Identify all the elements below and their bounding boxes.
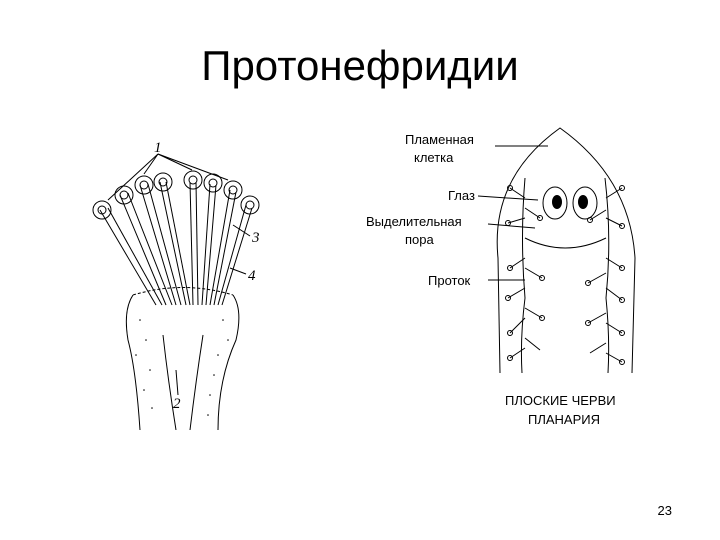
eye-shape — [572, 186, 598, 220]
protonephridium-diagram: 1 2 3 4 — [92, 140, 260, 430]
label-2: 2 — [173, 396, 181, 412]
label-flame-cell: Пламенная — [405, 132, 474, 147]
flame-cell — [134, 175, 154, 195]
slide-title: Протонефридии — [201, 42, 519, 89]
label-flame-cell-2: клетка — [414, 150, 454, 165]
label-duct: Проток — [428, 273, 471, 288]
label-3: 3 — [251, 230, 260, 246]
label-4: 4 — [248, 268, 256, 284]
body-outline — [496, 127, 636, 374]
page-number: 23 — [657, 503, 672, 518]
flame-cell — [92, 200, 112, 220]
planarian-diagram: Пламенная клетка Глаз Выделительная пора… — [366, 127, 636, 427]
label-eye: Глаз — [448, 188, 475, 203]
flame-cell — [183, 170, 203, 190]
flame-cell — [223, 180, 243, 200]
duct-wall — [125, 294, 141, 430]
duct-wall — [217, 294, 240, 430]
flame-cell — [114, 185, 134, 205]
figure-caption-line1: ПЛОСКИЕ ЧЕРВИ — [505, 393, 616, 408]
flame-cell — [153, 172, 173, 192]
eye-shape — [542, 186, 568, 220]
label-1: 1 — [154, 140, 162, 156]
label-excretory-pore: Выделительная — [366, 214, 462, 229]
label-excretory-pore-2: пора — [405, 232, 434, 247]
flame-cell — [240, 195, 260, 215]
figure-caption-line2: ПЛАНАРИЯ — [528, 412, 600, 427]
